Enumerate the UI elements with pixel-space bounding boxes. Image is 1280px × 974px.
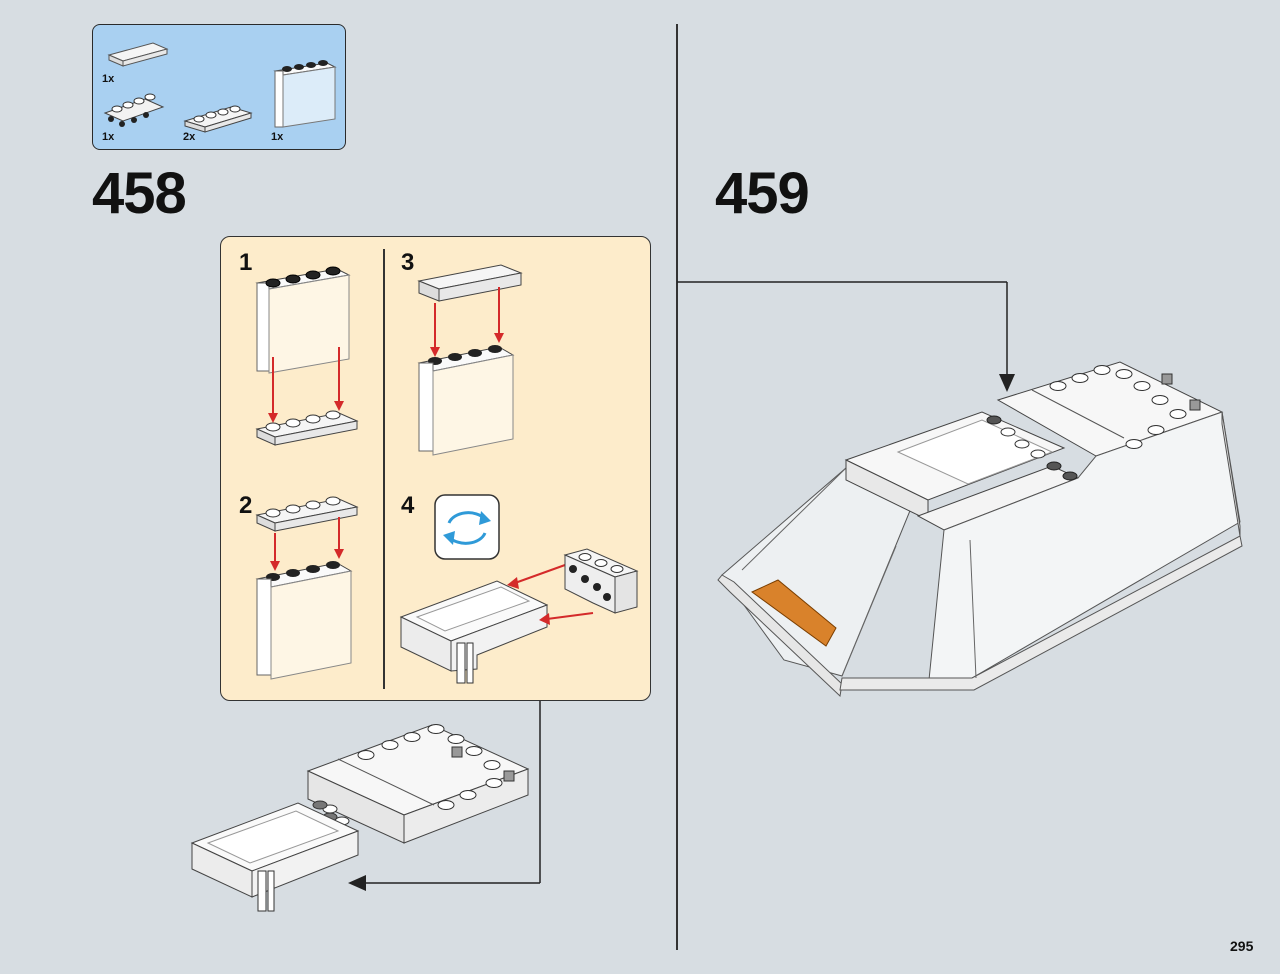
part-qty-1: 1x (102, 73, 115, 85)
step-number-459: 459 (715, 161, 810, 226)
sub-assembly-panel: 1 3 2 4 (220, 236, 651, 701)
parts-list-box: 1x 1x 2x 1x (92, 24, 346, 150)
page-number: 295 (1230, 938, 1254, 954)
sub-step-1: 1 (239, 249, 253, 276)
sub-step-2: 2 (239, 492, 253, 519)
sub-step-1-illustration (255, 266, 359, 446)
step-number-458: 458 (92, 161, 187, 226)
part-qty-2: 1x (102, 131, 115, 143)
sub-step-3: 3 (401, 249, 415, 276)
part-qty-3: 2x (183, 131, 196, 143)
rotate-model-icon (434, 494, 500, 560)
side-stud-plate-part-icon (103, 93, 165, 127)
step-459-model (717, 361, 1243, 698)
part-qty-4: 1x (271, 131, 284, 143)
page-divider (676, 24, 678, 950)
transparent-panel-part-icon (273, 60, 337, 128)
sub-step-4-illustration (399, 548, 639, 684)
sub-panel-divider (383, 249, 385, 689)
step-459-connector-arrow (677, 281, 1015, 392)
sub-step-2-illustration (255, 496, 359, 680)
sub-step-4: 4 (401, 492, 415, 519)
plate-part-icon (183, 105, 253, 133)
step-458-result-model (190, 701, 541, 912)
tile-part-icon (107, 42, 169, 67)
sub-step-3-illustration (417, 264, 523, 456)
